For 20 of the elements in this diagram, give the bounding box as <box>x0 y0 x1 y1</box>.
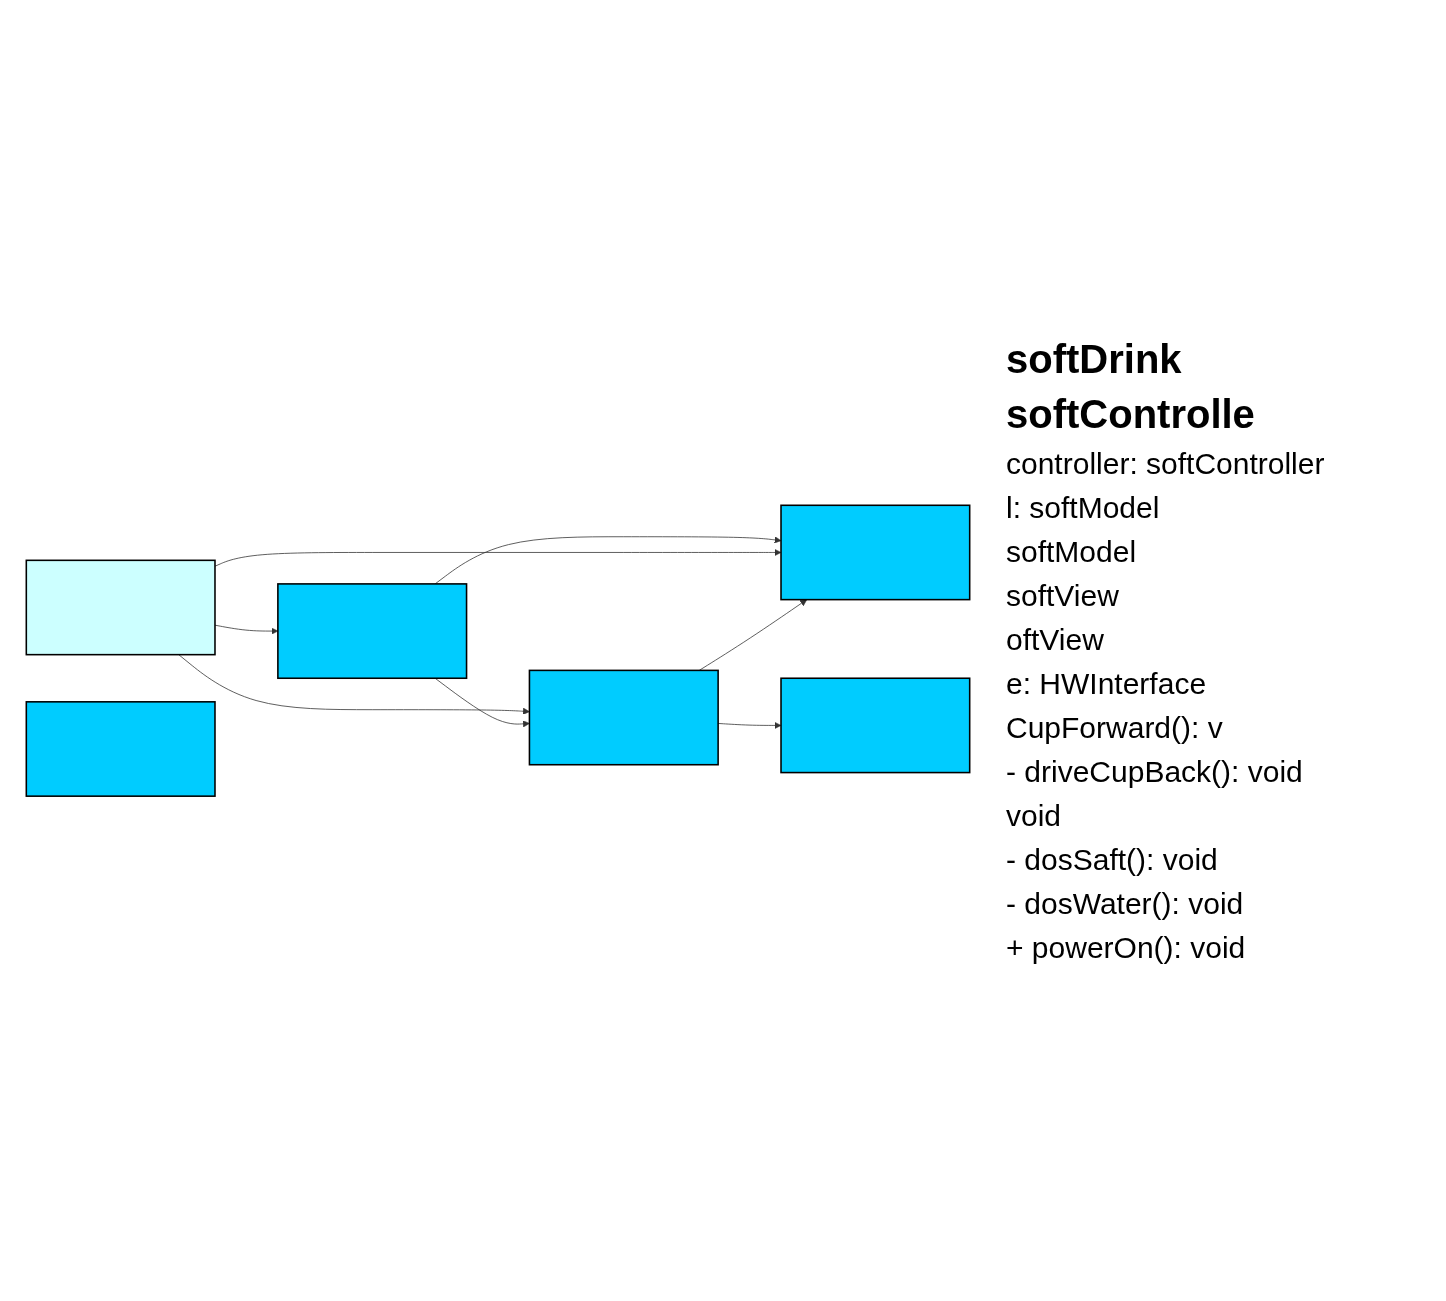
member-text: void <box>1006 798 1063 833</box>
member-text: CupForward(): v <box>1006 710 1224 745</box>
member-text: softModel <box>1006 534 1138 569</box>
member-text: e: HWInterface <box>1006 666 1208 701</box>
member-text: oftView <box>1006 622 1105 657</box>
class-name: softControlle <box>1006 391 1256 437</box>
node-box <box>780 677 971 774</box>
node-box <box>780 504 971 601</box>
member-text: l: softModel <box>1006 490 1161 525</box>
member-text: softView <box>1006 578 1120 613</box>
node-box <box>25 700 216 797</box>
node-box <box>528 669 719 766</box>
class-name: softDrink <box>1006 336 1183 382</box>
member-text: - dosSaft(): void <box>1006 842 1219 877</box>
member-text: - dosWater(): void <box>1006 886 1245 921</box>
member-text: controller: softController <box>1006 446 1326 481</box>
node-box <box>25 559 216 656</box>
node-box <box>277 582 468 679</box>
member-text: + powerOn(): void <box>1006 930 1247 965</box>
member-text: - driveCupBack(): void <box>1006 754 1304 789</box>
